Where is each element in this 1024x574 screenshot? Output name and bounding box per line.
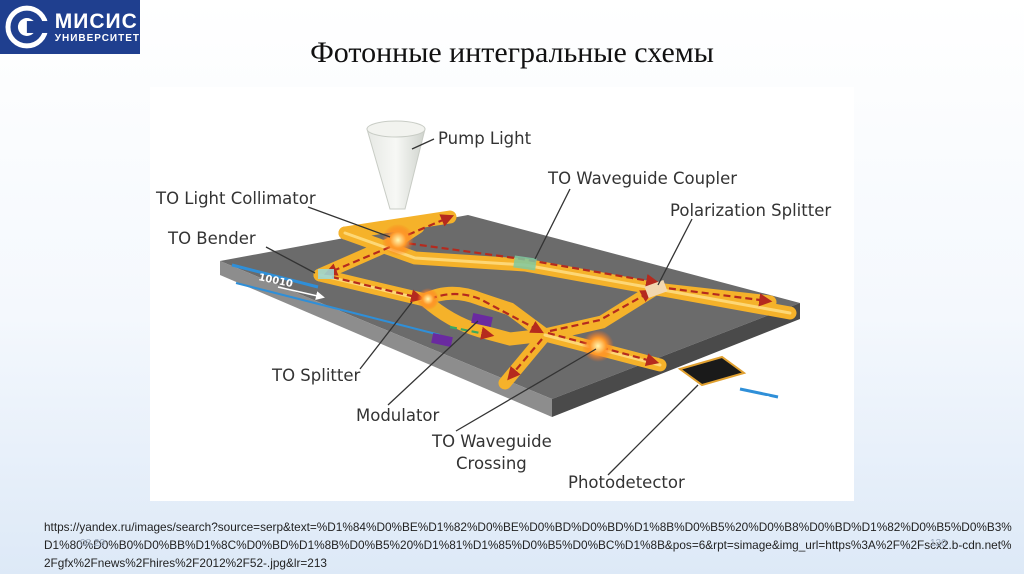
lower-fiber-line: [235, 282, 441, 336]
pump-light-cone: [366, 120, 426, 210]
source-url: https://yandex.ru/images/search?source=s…: [44, 520, 1012, 570]
photonic-circuit-figure: 10010 10010 Pump Light TO Light Collimat…: [150, 87, 854, 501]
university-logo: МИСИС УНИВЕРСИТЕТ: [0, 0, 140, 54]
polarization-splitter-device: [644, 279, 668, 299]
logo-subtitle: УНИВЕРСИТЕТ: [54, 32, 140, 44]
modulator-lower: [431, 333, 453, 347]
photodetector-device: [677, 355, 747, 387]
splitter-device: [417, 288, 439, 310]
slide-date: 08.29: [80, 538, 106, 549]
photonic-circuit-diagram: 10010 10010 Pump Light TO Light Collimat…: [155, 120, 831, 492]
label-splitter: TO Splitter: [271, 366, 361, 385]
label-polarization-splitter: Polarization Splitter: [670, 201, 831, 220]
label-pump-light: Pump Light: [438, 129, 532, 148]
label-leader-lines: [265, 138, 699, 476]
slide-title: Фотонные интегральные схемы: [310, 36, 714, 69]
input-fiber-line: [231, 263, 319, 289]
label-waveguide-coupler: TO Waveguide Coupler: [547, 169, 737, 188]
output-bitstream: 10010: [736, 395, 771, 406]
waveguide-crossing-device: [582, 330, 614, 362]
logo-title: МИСИС: [54, 9, 138, 33]
bender-device: [318, 269, 334, 279]
misis-logo-icon: [5, 5, 49, 49]
output-fiber-line: [739, 387, 779, 399]
modulator-upper: [471, 313, 493, 327]
label-waveguide-crossing-line1: TO Waveguide: [431, 432, 552, 451]
label-light-collimator: TO Light Collimator: [155, 189, 316, 208]
label-modulator: Modulator: [356, 406, 440, 425]
slide-number: 120: [930, 538, 947, 549]
label-photodetector: Photodetector: [568, 473, 685, 492]
light-collimator-device: [382, 224, 414, 256]
label-waveguide-crossing-line2: Crossing: [456, 454, 527, 473]
waveguide-coupler-device: [513, 255, 537, 271]
label-bender: TO Bender: [167, 229, 256, 248]
